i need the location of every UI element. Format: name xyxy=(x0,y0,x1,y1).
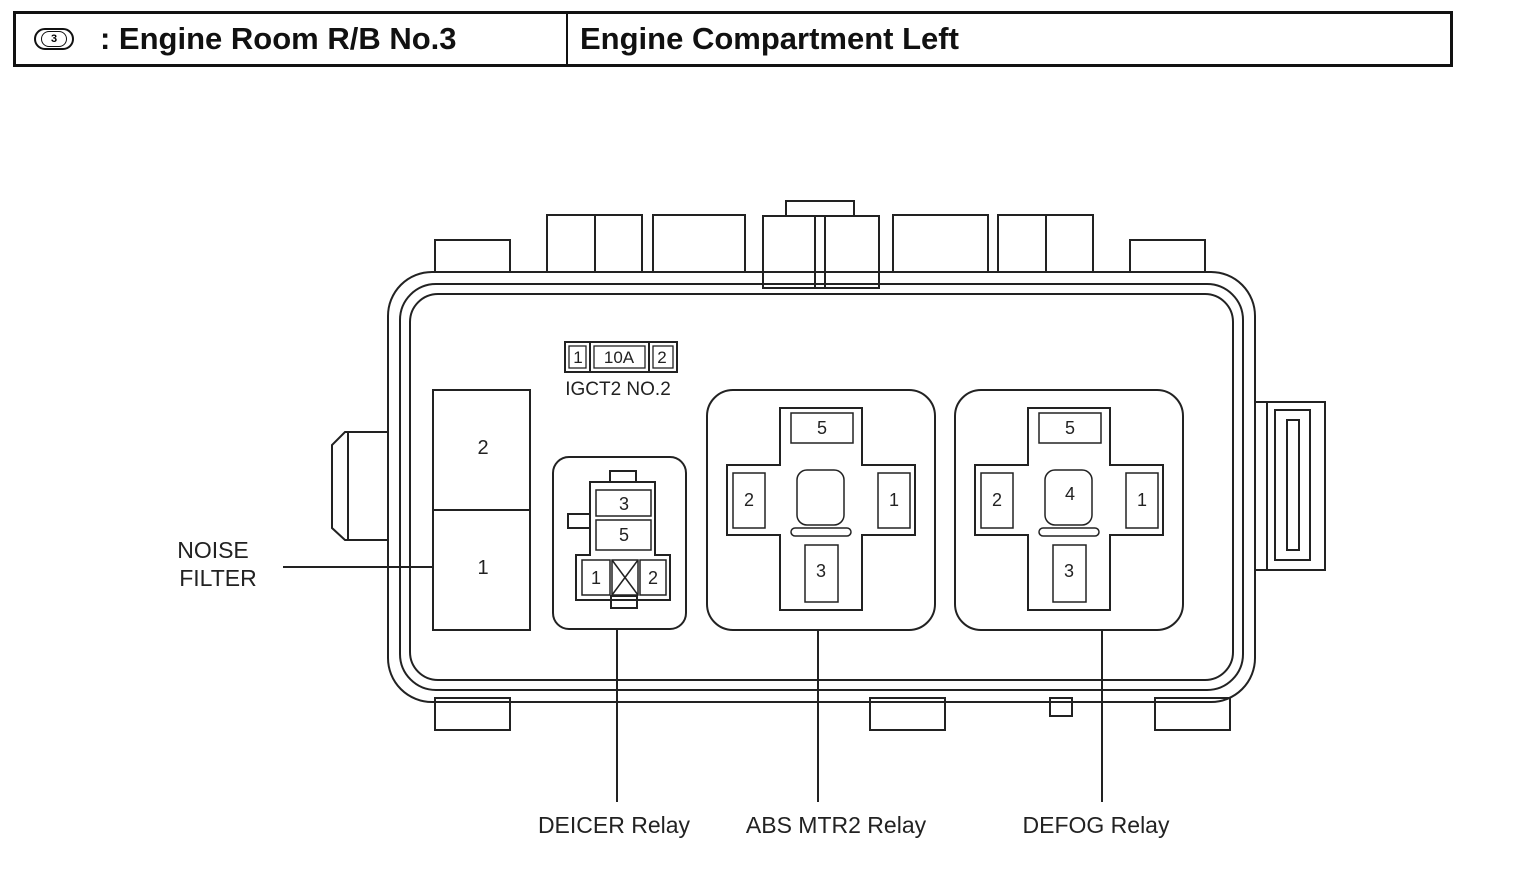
noise-filter-label-line2: FILTER xyxy=(179,565,257,591)
deicer-pin-1: 1 xyxy=(591,568,601,588)
deicer-pin-2: 2 xyxy=(648,568,658,588)
diagram-header: 3 : Engine Room R/B No.3 Engine Compartm… xyxy=(13,11,1453,67)
connector-number-badge: 3 xyxy=(34,28,74,50)
defog-pin-2: 2 xyxy=(992,490,1002,510)
noise-filter-label-line1: NOISE xyxy=(177,537,249,563)
left-latch xyxy=(331,431,388,541)
abs-pin-5: 5 xyxy=(817,418,827,438)
location-label: Engine Compartment Left xyxy=(580,21,959,56)
deicer-relay xyxy=(552,456,687,802)
abs-pin-3: 3 xyxy=(816,561,826,581)
defog-pin-4: 4 xyxy=(1065,484,1075,504)
defog-relay-label: DEFOG Relay xyxy=(1023,812,1170,838)
noise-filter-pin-2: 2 xyxy=(477,437,488,459)
defog-pin-3: 3 xyxy=(1064,561,1074,581)
abs-pin-1: 1 xyxy=(889,490,899,510)
deicer-relay-label: DEICER Relay xyxy=(538,812,691,838)
noise-filter-pin-1: 1 xyxy=(477,557,488,579)
right-latch xyxy=(1255,401,1326,571)
defog-relay xyxy=(954,389,1184,802)
page-title: : Engine Room R/B No.3 xyxy=(100,21,457,56)
fuse-rating: 10A xyxy=(604,348,635,367)
deicer-pin-3: 3 xyxy=(619,494,629,514)
fuse-pin-left: 1 xyxy=(573,348,582,367)
abs-mtr2-relay xyxy=(706,389,936,802)
fuse-name: IGCT2 NO.2 xyxy=(565,379,671,400)
header-left-cell: 3 : Engine Room R/B No.3 xyxy=(16,14,568,64)
fuse-igct2-no2 xyxy=(564,341,678,373)
fuse-pin-right: 2 xyxy=(657,348,666,367)
top-tabs xyxy=(434,200,1206,289)
badge-number: 3 xyxy=(41,31,67,47)
defog-pin-5: 5 xyxy=(1065,418,1075,438)
deicer-pin-5: 5 xyxy=(619,525,629,545)
bottom-tabs xyxy=(434,697,1231,731)
abs-mtr2-relay-label: ABS MTR2 Relay xyxy=(746,812,927,838)
relay-box-housing xyxy=(387,271,1256,703)
noise-filter xyxy=(283,389,531,631)
defog-pin-1: 1 xyxy=(1137,490,1147,510)
abs-pin-2: 2 xyxy=(744,490,754,510)
